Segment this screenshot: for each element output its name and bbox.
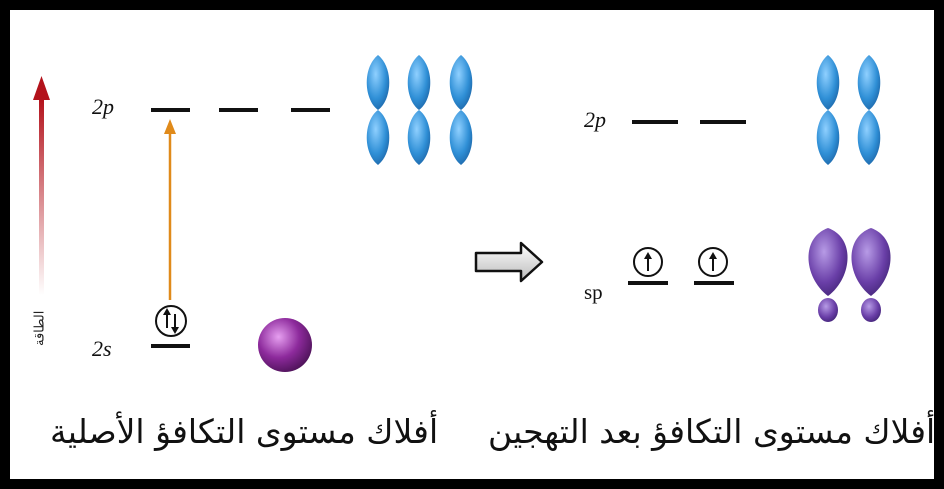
excitation-arrow [164,119,176,300]
left-2s-label: 2s [92,336,112,361]
left-p-orbitals [366,55,473,165]
energy-axis-arrow [33,76,50,295]
left-2p-label: 2p [92,94,114,119]
left-2s-electron-pair [151,305,190,348]
right-sp-electrons [628,247,734,285]
right-p-orbitals [816,55,881,165]
sp-hybrid-orbitals [808,228,891,322]
transition-arrow [474,241,544,283]
diagram-frame: 2p 2s الطاقة 2p sp أفلاك مستوى التكافؤ ا… [10,10,934,479]
energy-axis-label: الطاقة [32,310,48,346]
left-caption: أفلاك مستوى التكافؤ الأصلية [50,412,439,451]
s-orbital [258,318,312,372]
right-caption: أفلاك مستوى التكافؤ بعد التهجين [488,412,934,451]
orbital-diagram [33,55,891,372]
right-2p-label: 2p [584,107,606,132]
right-sp-label: sp [584,280,603,304]
